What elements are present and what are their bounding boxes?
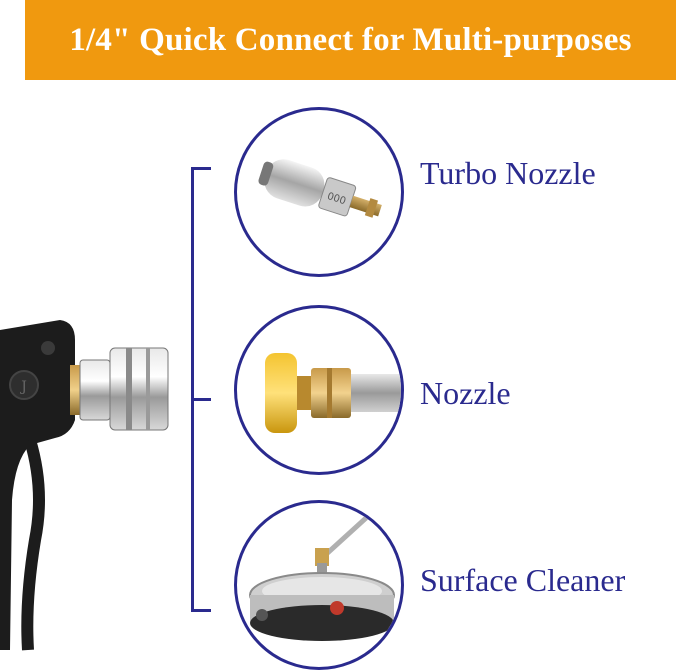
grouping-bracket [191, 167, 211, 612]
banner-title: 1/4" Quick Connect for Multi-purposes [69, 21, 632, 58]
surface-cleaner-label: Surface Cleaner [420, 562, 626, 598]
turbo-nozzle-circle: 000 [234, 107, 404, 277]
turbo-nozzle-label: Turbo Nozzle [420, 155, 596, 191]
title-banner: 1/4" Quick Connect for Multi-purposes [25, 0, 676, 80]
bracket-tick [191, 398, 211, 401]
nozzle-circle [234, 305, 404, 475]
nozzle-label: Nozzle [420, 375, 511, 411]
turbo-nozzle-icon: 000 [258, 159, 382, 218]
svg-text:J: J [19, 379, 27, 395]
quick-nozzle-icon [265, 353, 401, 433]
surface-cleaner-circle [234, 500, 404, 670]
surface-cleaner-icon [249, 506, 395, 641]
spray-gun-image: J [0, 320, 169, 651]
